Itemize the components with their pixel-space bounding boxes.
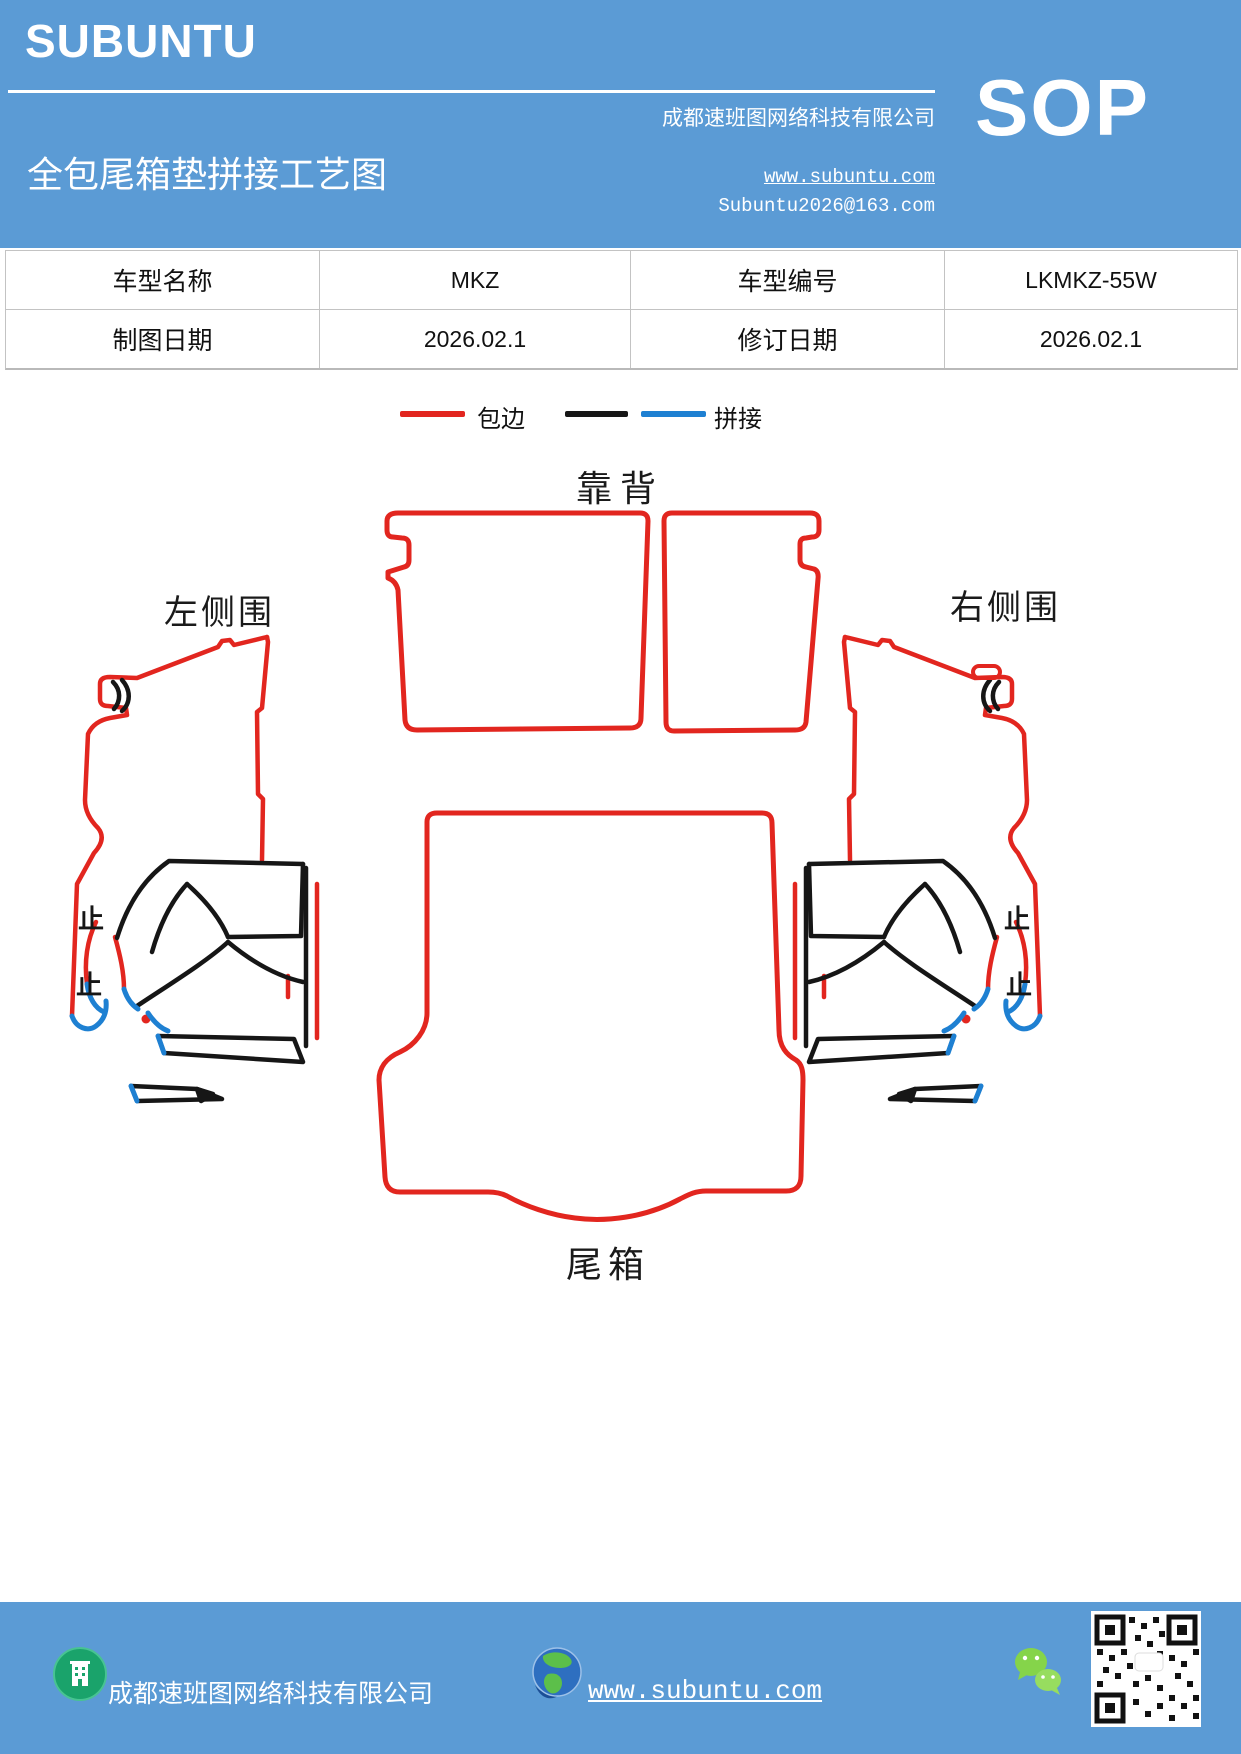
globe-icon <box>532 1647 582 1699</box>
model-name-value: MKZ <box>320 251 631 309</box>
stop-mark: 止 <box>76 970 102 1000</box>
model-code-label: 车型编号 <box>631 251 945 309</box>
backrest-right-piece <box>661 510 822 734</box>
backrest-label: 靠背 <box>576 468 665 509</box>
draw-date-label: 制图日期 <box>6 310 320 368</box>
footer-icons <box>53 1611 1201 1727</box>
trunk-label: 尾箱 <box>566 1244 651 1285</box>
sop-badge: SOP <box>975 63 1150 152</box>
revision-date-label: 修订日期 <box>631 310 945 368</box>
left-side-label: 左侧围 <box>164 594 275 632</box>
header-divider-line <box>8 90 935 93</box>
table-row: 车型名称 MKZ 车型编号 LKMKZ-55W <box>6 251 1237 309</box>
qr-code <box>1091 1611 1201 1727</box>
right-side-piece <box>795 637 1040 1101</box>
legend-stitch-label: 拼接 <box>714 406 762 433</box>
model-code-value: LKMKZ-55W <box>1025 266 1157 293</box>
stop-mark: 止 <box>1006 970 1032 1000</box>
header-website-link[interactable]: www.subuntu.com <box>763 166 935 188</box>
table-row: 制图日期 2026.02.1 修订日期 2026.02.1 <box>6 309 1237 368</box>
footer-website-link[interactable]: www.subuntu.com <box>588 1676 823 1706</box>
brand-logo: SUBUNTU <box>25 15 257 67</box>
trunk-mat-piece <box>376 810 806 1222</box>
model-name-label: 车型名称 <box>6 251 320 309</box>
legend-edge-line <box>400 411 465 417</box>
building-icon <box>53 1647 107 1701</box>
right-side-label: 右侧围 <box>950 589 1061 627</box>
header-email: Subuntu2026@163.com <box>718 195 935 217</box>
vehicle-info-table: 车型名称 MKZ 车型编号 LKMKZ-55W 制图日期 2026.02.1 修… <box>5 250 1238 370</box>
wechat-icon <box>1015 1648 1061 1695</box>
legend-edge-label: 包边 <box>477 406 525 433</box>
revision-date-value: 2026.02.1 <box>1039 325 1143 352</box>
legend-stitch-blue-line <box>641 411 706 417</box>
header-company-name: 成都速班图网络科技有限公司 <box>662 106 935 130</box>
footer-band <box>0 1602 1241 1754</box>
right-side-oval-slot <box>971 664 1002 680</box>
draw-date-value: 2026.02.1 <box>320 310 631 368</box>
legend-stitch-black-line <box>565 411 628 417</box>
left-side-piece <box>72 637 317 1101</box>
header-band: SUBUNTU 全包尾箱垫拼接工艺图 成都速班图网络科技有限公司 www.sub… <box>0 0 1241 248</box>
stop-mark: 止 <box>78 904 104 934</box>
page-title: 全包尾箱垫拼接工艺图 <box>27 155 388 195</box>
stop-mark: 止 <box>1004 904 1030 934</box>
footer-company-name: 成都速班图网络科技有限公司 <box>108 1681 434 1708</box>
backrest-left-piece <box>384 510 651 733</box>
